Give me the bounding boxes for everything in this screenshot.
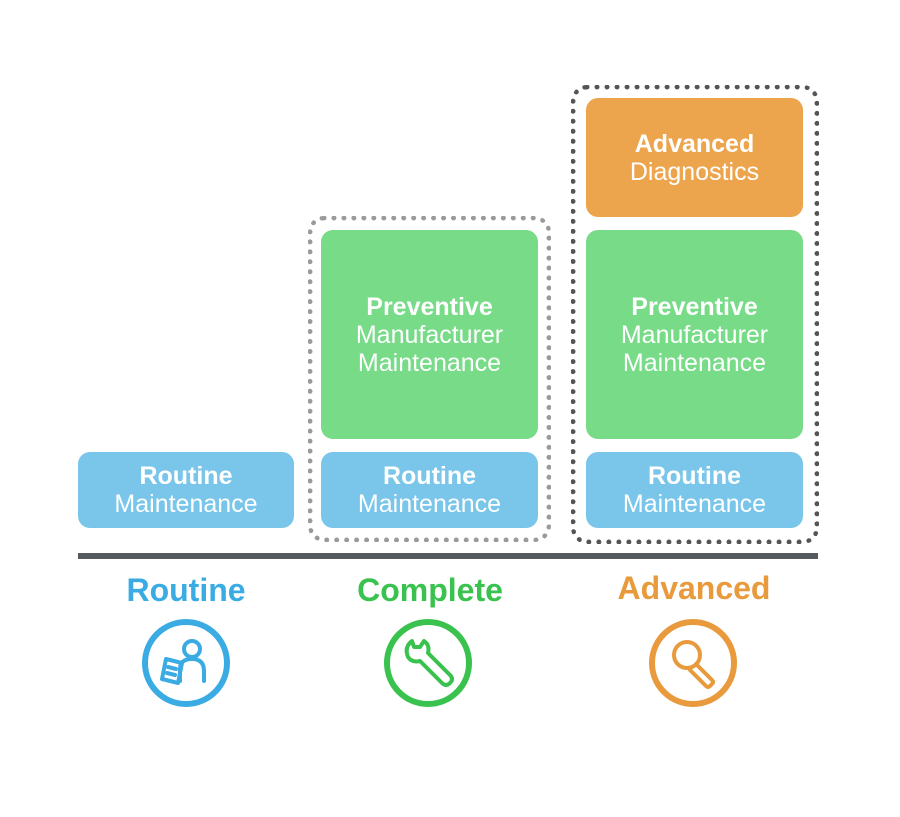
box-subtitle: Manufacturer [355,320,504,349]
advanced-package-outline [571,85,819,544]
complete-package-outline [308,216,551,542]
box-subtitle: Diagnostics [629,157,760,186]
box-subtitle: Maintenance [357,348,502,377]
box-title: Routine [139,462,233,490]
box-subtitle: Manufacturer [620,320,769,349]
routine-maintenance-box-1: Routine Maintenance [78,452,294,528]
box-title: Advanced [634,129,755,158]
box-subtitle: Maintenance [622,348,767,377]
box-subtitle: Maintenance [622,490,767,518]
routine-maintenance-box-3: Routine Maintenance [586,452,803,528]
box-title: Preventive [631,292,758,321]
tier-label-routine: Routine [126,572,246,608]
magnifier-icon [649,619,737,707]
routine-maintenance-box-2: Routine Maintenance [321,452,538,528]
box-title: Preventive [366,292,493,321]
box-subtitle: Maintenance [114,490,258,518]
tier-label-advanced: Advanced [617,570,771,606]
tier-label-complete: Complete [357,572,503,608]
baseline-divider [78,553,818,559]
box-subtitle: Maintenance [357,490,502,518]
advanced-diagnostics-box: Advanced Diagnostics [586,98,803,217]
preventive-maintenance-box-2: Preventive Manufacturer Maintenance [321,230,538,439]
preventive-maintenance-box-3: Preventive Manufacturer Maintenance [586,230,803,439]
wrench-icon [384,619,472,707]
box-title: Routine [382,462,477,490]
box-title: Routine [647,462,742,490]
clipboard-person-icon [142,619,230,707]
